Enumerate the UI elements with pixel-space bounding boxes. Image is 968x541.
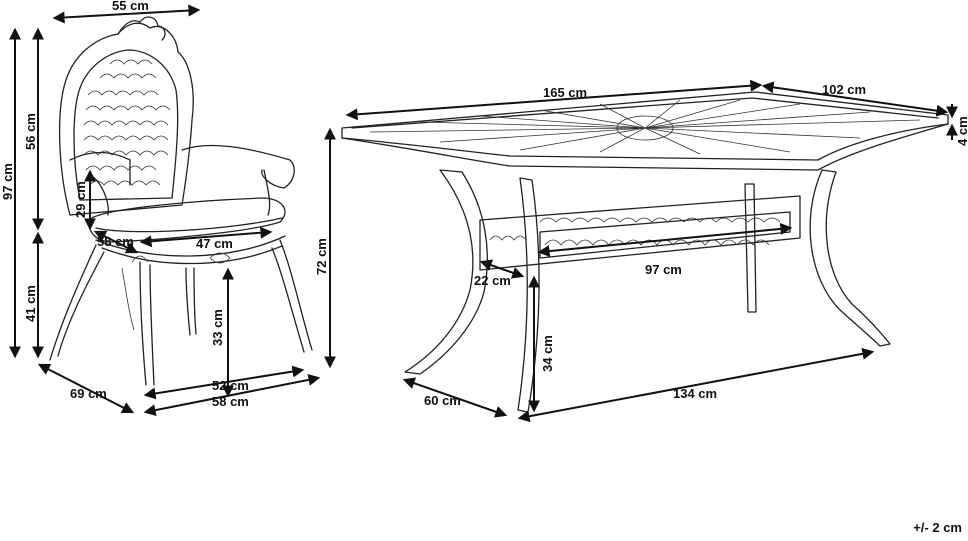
table-drawing bbox=[341, 91, 949, 413]
table-inner-length-arrow bbox=[537, 222, 793, 258]
table-apron-label: 22 cm bbox=[474, 273, 511, 288]
chair-seat-width-arrow bbox=[139, 226, 273, 248]
tolerance-note: +/- 2 cm bbox=[913, 520, 962, 535]
chair-seat-depth-label: 58 cm bbox=[97, 234, 134, 249]
chair-seat-depth-arrow bbox=[93, 230, 139, 254]
table-base-width-arrow bbox=[402, 377, 508, 418]
table-base-length-label: 134 cm bbox=[673, 386, 717, 401]
table-apron-arrow bbox=[479, 259, 525, 279]
table-height-label: 72 cm bbox=[314, 238, 329, 275]
chair-depth-label: 69 cm bbox=[70, 386, 107, 401]
table-leg-clearance-label: 34 cm bbox=[540, 335, 555, 372]
table-base-length-arrow bbox=[517, 347, 875, 423]
table-thickness-label: 4 cm bbox=[955, 116, 968, 146]
chair-back-height-label: 56 cm bbox=[23, 113, 38, 150]
chair-height-label: 97 cm bbox=[0, 163, 15, 200]
chair-under-seat-label: 33 cm bbox=[210, 309, 225, 346]
chair-seat-width-label: 47 cm bbox=[196, 236, 233, 251]
backrest-scale-pattern bbox=[83, 59, 171, 186]
table-length-arrow bbox=[345, 79, 763, 121]
chair-arm-height-label: 29 cm bbox=[73, 181, 88, 218]
table-width-arrow bbox=[761, 81, 949, 117]
chair-inner-width-label: 52 cm bbox=[212, 378, 249, 393]
table-inner-length-label: 97 cm bbox=[645, 262, 682, 277]
chair-depth-arrow bbox=[37, 363, 135, 414]
table-length-label: 165 cm bbox=[543, 85, 587, 100]
chair-outer-width-arrow bbox=[143, 373, 321, 417]
table-base-width-label: 60 cm bbox=[424, 393, 461, 408]
stretcher-ornament bbox=[489, 217, 781, 246]
table-dimensions bbox=[324, 79, 958, 423]
chair-dimensions bbox=[9, 4, 321, 417]
chair-outer-width-label: 58 cm bbox=[212, 394, 249, 409]
chair-width-arrow bbox=[52, 4, 201, 24]
chair-seat-height-label: 41 cm bbox=[23, 285, 38, 322]
chair-width-label: 55 cm bbox=[112, 0, 149, 13]
table-width-label: 102 cm bbox=[822, 82, 866, 97]
